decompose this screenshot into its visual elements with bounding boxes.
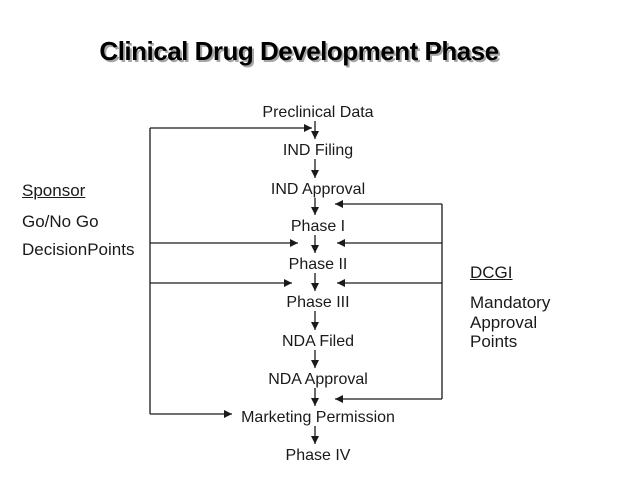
dcgi-note-line-1: Mandatory [470,293,551,312]
flow-step-phase-1: Phase I [290,218,346,235]
dcgi-bracket [335,200,443,403]
slide-title: Clinical Drug Development Phase [99,36,499,66]
dcgi-note-block: Mandatory Approval Points [470,293,550,352]
flow-step-phase-3: Phase III [286,294,350,311]
flow-step-phase-2: Phase II [288,256,348,273]
sponsor-note-line-1: Go/No Go [22,212,99,231]
dcgi-note-line-2: Approval [470,312,538,332]
dcgi-heading: DCGI [470,263,513,282]
sponsor-heading: Sponsor [22,181,86,200]
sponsor-note-line-2: DecisionPoints [22,240,135,259]
flow-step-preclinical-data: Preclinical Data [262,104,374,121]
flow-step-nda-filed: NDA Filed [281,333,355,350]
flow-step-ind-filing: IND Filing [282,142,354,159]
sponsor-bracket [149,124,312,418]
flow-step-phase-4: Phase IV [285,447,351,464]
dcgi-note-line-3: Points [470,332,518,351]
flow-step-marketing-permission: Marketing Permission [241,409,395,426]
flow-step-ind-approval: IND Approval [270,181,366,198]
flow-step-nda-approval: NDA Approval [268,371,368,388]
